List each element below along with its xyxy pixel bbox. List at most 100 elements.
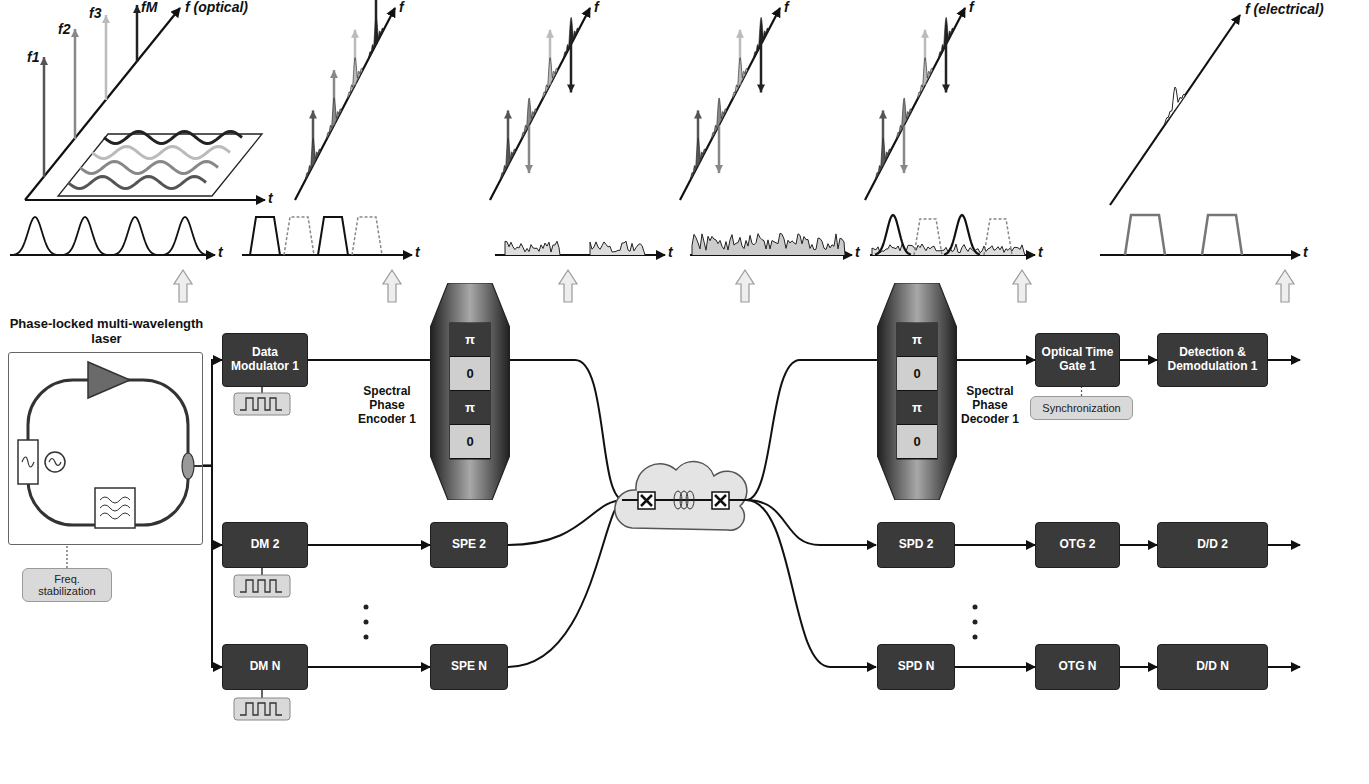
- carrier-wave: [68, 177, 206, 189]
- carrier-arrow: [351, 30, 359, 38]
- axis-label: t: [1303, 245, 1308, 260]
- output-arrows: [1268, 360, 1300, 667]
- box-heading: Phase-locked multi-wavelength laser: [9, 317, 204, 347]
- spectral-packet: [564, 17, 579, 58]
- process-box: SPE 2: [430, 522, 508, 568]
- carrier-arrow: [330, 70, 338, 78]
- signal-line: [308, 359, 430, 361]
- pulse-waveform: [164, 217, 206, 255]
- spectral-packet: [691, 138, 706, 179]
- axis-label: t: [855, 245, 860, 260]
- carrier-arrow: [879, 110, 887, 118]
- box-label: D/D 2: [1197, 538, 1228, 552]
- carrier-wave: [104, 132, 242, 144]
- plot-axis: [295, 8, 395, 200]
- spectral-packet: [543, 58, 558, 99]
- box-label: OTG 2: [1059, 538, 1095, 552]
- process-box: OTG N: [1035, 644, 1120, 690]
- component-caption: Spectral Phase Decoder 1: [959, 385, 1021, 426]
- carrier-arrow: [133, 5, 141, 13]
- pulse-waveform: [590, 241, 645, 255]
- splitter-lines: [746, 360, 877, 667]
- pulse-waveform: [14, 217, 56, 255]
- pulse-waveform: [318, 217, 348, 255]
- axis-label: t: [268, 191, 273, 206]
- process-box: OTG 2: [1035, 522, 1120, 568]
- carrier-arrow: [43, 57, 46, 177]
- frequency-label: f3: [89, 6, 101, 21]
- process-box: D/D 2: [1157, 522, 1268, 568]
- phase-value: 0: [897, 357, 937, 391]
- spectral-packet: [939, 17, 954, 58]
- process-box: D/D N: [1157, 644, 1268, 690]
- axis-label: t: [1038, 245, 1043, 260]
- pulse-waveform: [250, 217, 280, 255]
- spectral-packet: [522, 98, 537, 139]
- laser-box: Phase-locked multi-wavelength laser: [8, 352, 203, 545]
- spectral-packet: [348, 58, 363, 99]
- control-link: [1081, 387, 1082, 396]
- continuation-dots: [364, 605, 978, 640]
- probe-arrow: [736, 270, 754, 302]
- carrier-arrow: [900, 165, 908, 173]
- control-box: Freq. stabilization: [22, 568, 112, 602]
- pulse-waveform: [1202, 215, 1242, 255]
- signal-line: [308, 544, 430, 546]
- carrier-arrow: [525, 165, 533, 173]
- laser-ring-illustration: [18, 362, 203, 528]
- combiner-lines: [508, 360, 624, 667]
- axis-label: f (electrical): [1245, 2, 1324, 17]
- pulse-waveform: [1125, 215, 1165, 255]
- carrier-arrow: [715, 165, 723, 173]
- carrier-arrow: [504, 110, 512, 118]
- plot-axis: [10, 254, 215, 256]
- phase-value: 0: [897, 425, 937, 459]
- axis-label: f: [399, 0, 404, 15]
- box-label: Optical Time Gate 1: [1040, 346, 1115, 374]
- carrier-arrow: [71, 29, 79, 37]
- process-box: Detection & Demodulation 1: [1157, 333, 1268, 387]
- box-label: Synchronization: [1042, 402, 1120, 414]
- plot-axis: [25, 199, 265, 201]
- axis-label: f: [969, 0, 974, 15]
- signal-line: [1120, 359, 1157, 361]
- plot-axis: [490, 8, 590, 200]
- pulse-waveform: [984, 219, 1012, 255]
- phase-value: π: [450, 323, 490, 357]
- axis-label: t: [415, 245, 420, 260]
- spectral-packet: [712, 98, 727, 139]
- box-label: SPD N: [898, 660, 935, 674]
- spectral-packet: [754, 17, 769, 58]
- probe-point-arrows: [174, 270, 1294, 302]
- control-box: Synchronization: [1030, 396, 1133, 420]
- pulse-waveform: [114, 217, 156, 255]
- pulse-waveform: [875, 215, 911, 255]
- carrier-wave: [80, 162, 218, 174]
- phase-mask: π0π0Spectral Phase Encoder 1: [430, 283, 510, 500]
- box-label: Data Modulator 1: [227, 346, 303, 374]
- frequency-label: fM: [141, 0, 157, 15]
- signal-line: [203, 466, 222, 667]
- carrier-arrow: [736, 30, 744, 38]
- carrier-arrow: [546, 30, 554, 38]
- signal-line: [955, 666, 1035, 668]
- axis-label: f: [594, 0, 599, 15]
- signal-line: [955, 544, 1035, 546]
- signal-line: [1120, 666, 1157, 668]
- control-link: [66, 545, 67, 568]
- electrical-spectrum: [1165, 87, 1185, 124]
- box-label: Freq. stabilization: [26, 573, 108, 597]
- process-box: Data Modulator 1: [222, 333, 308, 387]
- box-label: DM N: [250, 660, 281, 674]
- pulse-waveform: [944, 215, 980, 255]
- plot-axis: [680, 8, 780, 200]
- spectral-packet: [306, 138, 321, 179]
- signal-line: [203, 360, 222, 466]
- carrier-arrow: [105, 15, 108, 100]
- carrier-arrow: [942, 84, 950, 92]
- probe-arrow: [559, 270, 577, 302]
- phase-value: π: [897, 391, 937, 425]
- spectrum-and-waveform-plots: [10, 0, 1300, 255]
- carrier-arrow: [74, 29, 77, 139]
